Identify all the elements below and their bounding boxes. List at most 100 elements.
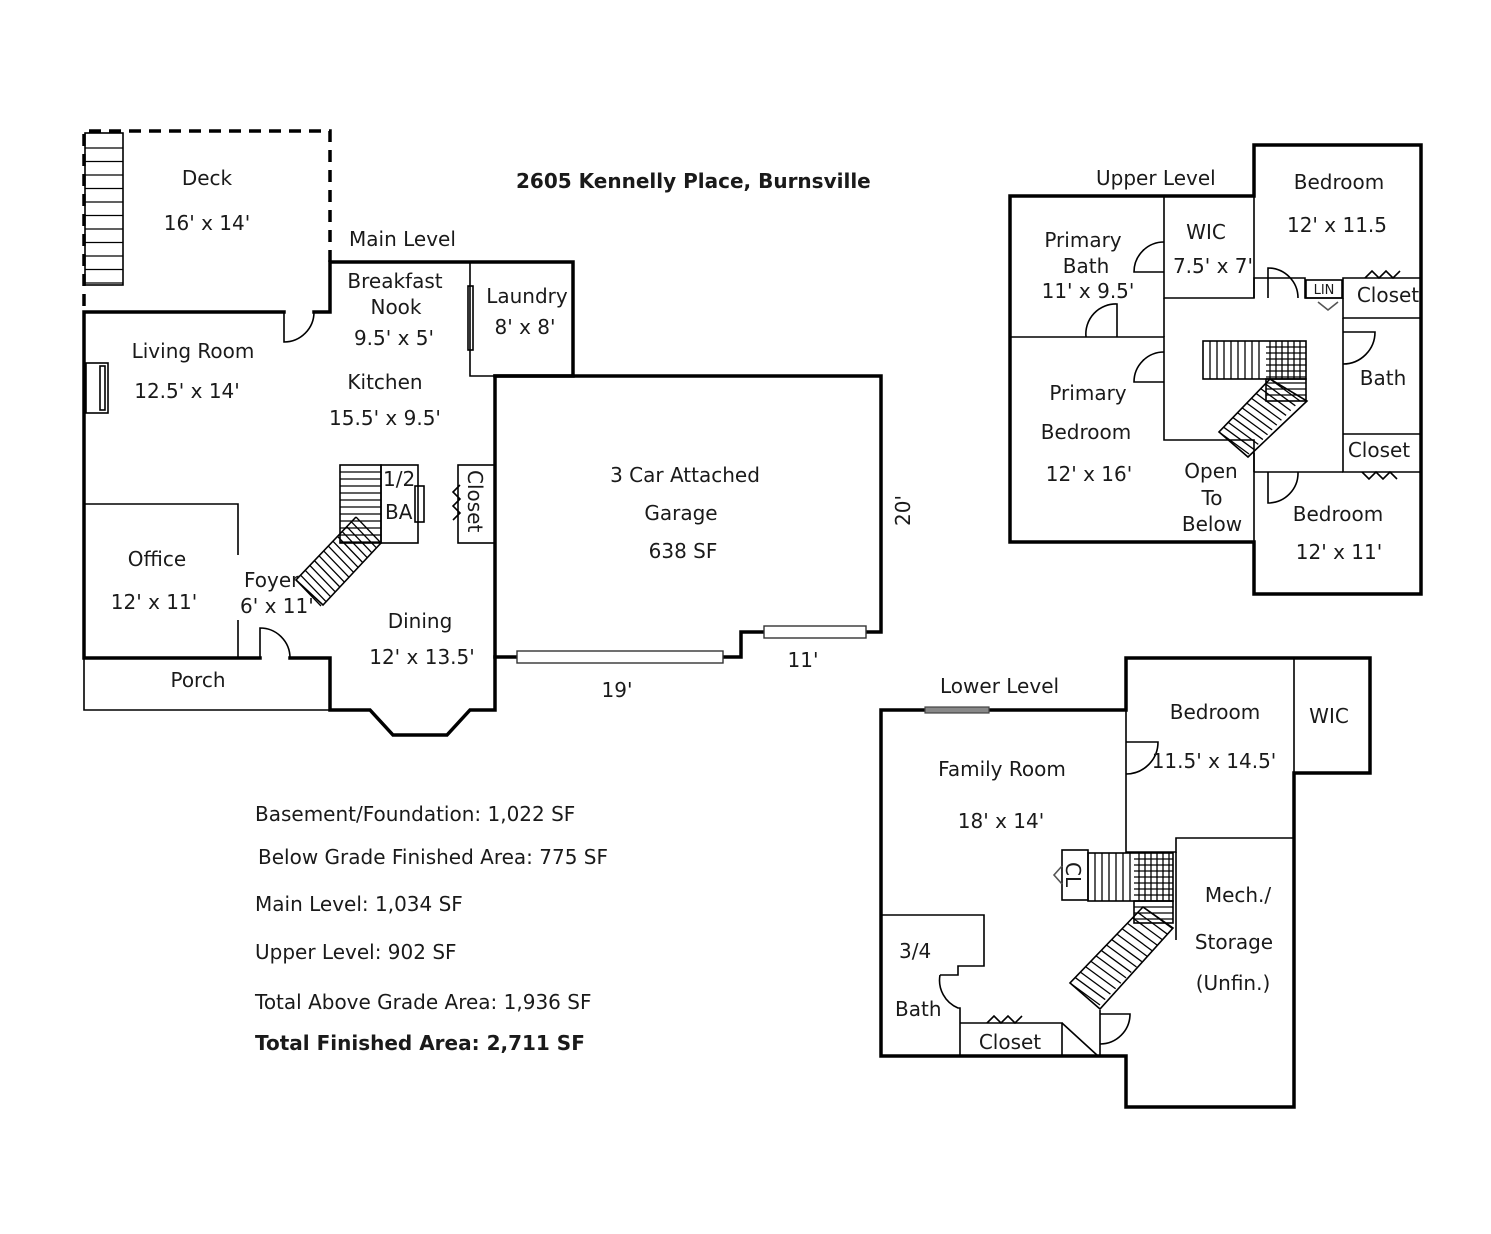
upper-level-label: Upper Level <box>1096 166 1216 190</box>
stair-tread <box>295 579 322 607</box>
wic-name: WIC <box>1186 220 1226 244</box>
breakfast-nook-name-2: Nook <box>370 295 421 319</box>
main-stairs <box>294 464 382 607</box>
stair-tread <box>1090 960 1122 984</box>
stat-upper-level: Upper Level: 902 SF <box>255 940 457 964</box>
wic-dims: 7.5' x 7' <box>1173 254 1253 278</box>
primary-bedroom-name: Primary <box>1049 381 1126 405</box>
stair-tread <box>1132 917 1163 941</box>
lower-level-plan: Lower Level Bedroom 11.5' x 14.5' WIC Fa… <box>879 656 1372 1109</box>
primary-bedroom-dims: 12' x 16' <box>1046 462 1132 486</box>
stair-tread <box>341 531 368 558</box>
stair-tread <box>1106 944 1137 968</box>
half-bath-name: 1/2 <box>383 467 415 491</box>
stair-tread <box>1100 949 1132 973</box>
garage-area: 638 SF <box>649 539 718 563</box>
stair-tread <box>1255 392 1287 416</box>
family-room-name: Family Room <box>938 757 1066 781</box>
stair-tread <box>1223 426 1255 450</box>
door-swing <box>283 311 315 343</box>
main-level-label: Main Level <box>349 227 456 251</box>
primary-bath-name-2: Bath <box>1063 254 1110 278</box>
lower-window <box>924 706 990 714</box>
stair-tread <box>1121 928 1153 952</box>
stair-tread <box>1069 982 1101 1006</box>
garage-wall <box>493 374 883 659</box>
stat-total-above-grade: Total Above Grade Area: 1,936 SF <box>254 990 591 1014</box>
stair-tread <box>1126 922 1158 946</box>
stat-main-level: Main Level: 1,034 SF <box>255 892 463 916</box>
stair-tread <box>1142 906 1174 930</box>
stair-tread <box>1218 431 1250 455</box>
garage-left-door-dim: 19' <box>602 678 633 702</box>
stair-tread <box>327 545 354 573</box>
lower-wic-name: WIC <box>1309 704 1349 728</box>
deck <box>82 129 332 306</box>
linen-closet <box>1305 279 1343 299</box>
mech-2: Storage <box>1195 930 1273 954</box>
porch-outline <box>83 658 330 711</box>
stair-tread <box>1237 412 1268 436</box>
stair-tread <box>323 550 350 578</box>
foyer-dims: 6' x 11' <box>240 594 314 618</box>
garage-depth-dim: 20' <box>891 495 915 526</box>
dining-name: Dining <box>388 609 453 633</box>
stair-tread <box>355 516 382 544</box>
mech-3: (Unfin.) <box>1196 971 1271 995</box>
bedroom-ne-name: Bedroom <box>1294 170 1384 194</box>
stair-tread <box>1111 939 1143 963</box>
front-door-swing <box>259 627 291 659</box>
stair-tread <box>346 526 373 554</box>
closet-name: Closet <box>463 470 487 532</box>
stair-tread <box>318 555 345 583</box>
bedroom-se-dims: 12' x 11' <box>1296 540 1382 564</box>
stair-tread <box>1080 971 1111 995</box>
three-quarter-bath-2: Bath <box>895 997 942 1021</box>
stair-tread <box>309 565 336 592</box>
stair-tread <box>1246 402 1278 426</box>
lower-bedroom-name: Bedroom <box>1170 700 1260 724</box>
breakfast-nook-dims: 9.5' x 5' <box>354 326 434 350</box>
lower-closet-name: Closet <box>979 1030 1041 1054</box>
stair-tread <box>1137 911 1169 935</box>
stair-tread <box>1074 977 1106 1001</box>
bath-name: Bath <box>1360 366 1407 390</box>
area-summary: Basement/Foundation: 1,022 SF Below Grad… <box>254 802 608 1055</box>
stair-tread <box>1227 421 1259 445</box>
kitchen-dims: 15.5' x 9.5' <box>329 406 441 430</box>
stair-tread <box>1095 955 1127 979</box>
garage-door-left[interactable] <box>516 650 724 664</box>
garage-door-right[interactable] <box>763 625 867 639</box>
closet-se-name: Closet <box>1348 438 1410 462</box>
three-quarter-bath-1: 3/4 <box>899 939 931 963</box>
primary-bedroom-name-2: Bedroom <box>1041 420 1131 444</box>
office-dims: 12' x 11' <box>111 590 197 614</box>
stair-tread <box>1251 397 1282 421</box>
closet-outline <box>457 464 496 544</box>
stair-tread <box>350 521 377 549</box>
stair-tread <box>337 535 364 563</box>
office-name: Office <box>128 547 186 571</box>
garage-name: 3 Car Attached <box>610 463 760 487</box>
laundry-name: Laundry <box>486 284 568 308</box>
main-level-plan: Main Level Deck 16' x 14' Breakfast Nook… <box>82 129 915 737</box>
open-to-below-2: To <box>1200 486 1222 510</box>
lower-cl-name: CL <box>1061 862 1085 888</box>
stair-tread <box>1085 966 1117 990</box>
open-to-below-1: Open <box>1184 459 1237 483</box>
living-room-name: Living Room <box>132 339 255 363</box>
upper-stairs <box>1202 340 1309 459</box>
half-bath-name-2: BA <box>385 500 413 524</box>
lower-level-label: Lower Level <box>940 674 1059 698</box>
stair-tread <box>300 574 327 602</box>
open-to-below-3: Below <box>1182 512 1242 536</box>
foyer-name: Foyer <box>244 568 300 592</box>
plan-title: 2605 Kennelly Place, Burnsville <box>516 169 871 193</box>
stair-tread <box>332 540 359 568</box>
linen-name: LIN <box>1314 283 1335 298</box>
primary-bath-dims: 11' x 9.5' <box>1042 279 1135 303</box>
mech-1: Mech./ <box>1205 883 1272 907</box>
stair-tread <box>1269 378 1301 402</box>
family-room-dims: 18' x 14' <box>958 809 1044 833</box>
breakfast-nook-name: Breakfast <box>347 269 442 293</box>
